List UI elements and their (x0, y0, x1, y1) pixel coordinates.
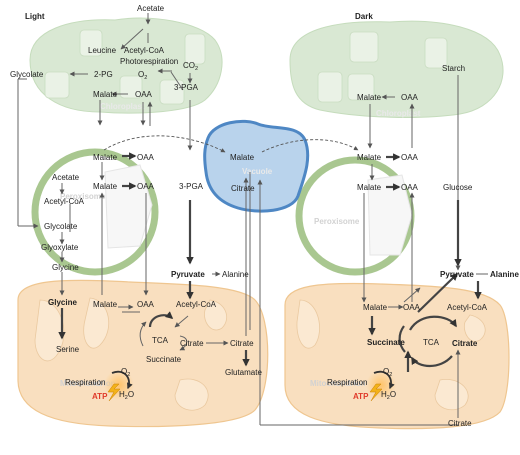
glutamate: Glutamate (225, 368, 262, 377)
dark-arrows (257, 75, 488, 426)
acetate-top: Acetate (137, 4, 165, 13)
oaa-per-light: OAA (137, 182, 155, 191)
o2-dark: O2 (383, 367, 392, 378)
serine: Serine (56, 345, 80, 354)
light-header: Light (25, 12, 45, 21)
oaa-cyt-dark: OAA (401, 153, 419, 162)
oaa-cyt-light: OAA (137, 153, 155, 162)
o2: O2 (138, 70, 147, 81)
lightning-icon-dark (369, 383, 383, 402)
acetyl-coa-per: Acetyl-CoA (44, 197, 85, 206)
glycine-per: Glycine (52, 263, 79, 272)
tca-light: TCA (152, 336, 169, 345)
citrate-vacuole: Citrate (231, 184, 255, 193)
lightning-icon (107, 383, 121, 402)
pyruvate-dark: Pyruvate (440, 270, 474, 279)
dark-header: Dark (355, 12, 373, 21)
light-labels: Acetate Leucine Acetyl-CoA Photorespirat… (10, 4, 262, 401)
glucose: Glucose (443, 183, 473, 192)
light-arrows (17, 13, 251, 367)
oaa-mit-dark: OAA (403, 303, 421, 312)
tca-dark: TCA (423, 338, 440, 347)
peroxisome-dark: Peroxisome (295, 156, 415, 276)
malate-per-dark: Malate (357, 183, 382, 192)
o2-mit-light: O2 (121, 367, 130, 378)
citrate-mit-dark: Citrate (452, 339, 478, 348)
chloroplast-label-dark: Chloroplast (376, 109, 421, 118)
succinate-light: Succinate (146, 355, 182, 364)
citrate-mit-light: Citrate (180, 339, 204, 348)
malate-per-light: Malate (93, 182, 118, 191)
mitochondrion-label-dark: Mitochondrion (310, 379, 366, 388)
succinate-dark: Succinate (367, 338, 405, 347)
glycolate-per: Glycolate (44, 222, 78, 231)
atp-dark: ATP (353, 392, 369, 401)
peroxisome-label-dark: Peroxisome (314, 217, 360, 226)
co2: CO2 (183, 61, 198, 72)
alanine-light: Alanine (222, 270, 249, 279)
pyruvate-light: Pyruvate (171, 270, 205, 279)
acetyl-coa-mit: Acetyl-CoA (176, 300, 217, 309)
h2o-dark: H2O (381, 390, 396, 401)
vacuole: Vacuole (203, 119, 310, 213)
malate-mit-dark: Malate (363, 303, 388, 312)
acetyl-coa-top: Acetyl-CoA (124, 46, 165, 55)
respiration-dark: Respiration (327, 378, 367, 387)
glycine-mit: Glycine (48, 298, 77, 307)
malate-vacuole: Malate (230, 153, 255, 162)
photorespiration: Photorespiration (120, 57, 178, 66)
glycolate-top: Glycolate (10, 70, 44, 79)
chloroplast-dark: Chloroplast (289, 20, 504, 118)
oaa-mit-light: OAA (137, 300, 155, 309)
citrate-cyt-light: Citrate (230, 339, 254, 348)
mitochondrion-label-light: Mitochondrion (60, 379, 116, 388)
leucine: Leucine (88, 46, 117, 55)
chloroplast-light: Chloroplast (29, 17, 223, 114)
malate-mit-light: Malate (93, 300, 118, 309)
oaa-chl-dark: OAA (401, 93, 419, 102)
malate-chl-dark: Malate (357, 93, 382, 102)
respiration-dark-graphic (366, 370, 396, 402)
pga3-top: 3-PGA (174, 83, 199, 92)
pga3-cyt: 3-PGA (179, 182, 204, 191)
vacuole-label: Vacuole (242, 167, 273, 176)
malate-chl-light: Malate (93, 90, 118, 99)
peroxisome-light: Peroxisome (31, 148, 159, 276)
oaa-chl-light: OAA (135, 90, 153, 99)
dark-labels: Starch Malate OAA Malate OAA Malate OAA … (327, 64, 519, 428)
h2o-light: H2O (119, 390, 134, 401)
peroxisome-label-light: Peroxisome (60, 192, 106, 201)
acetyl-coa-dark: Acetyl-CoA (447, 303, 488, 312)
chloroplast-label-light: Chloroplast (100, 102, 145, 111)
glyoxylate: Glyoxylate (41, 243, 79, 252)
starch: Starch (442, 64, 465, 73)
malate-cyt-light: Malate (93, 153, 118, 162)
respiration-light: Respiration (65, 378, 105, 387)
malate-cyt-dark: Malate (357, 153, 382, 162)
oaa-per-dark: OAA (401, 183, 419, 192)
citrate-bottom: Citrate (448, 419, 472, 428)
mitochondrion-light: Mitochondrion (17, 279, 269, 428)
respiration-light-graphic (104, 370, 134, 402)
acetate-per: Acetate (52, 173, 80, 182)
alanine-dark: Alanine (490, 270, 519, 279)
atp-light: ATP (92, 392, 108, 401)
pg2: 2-PG (94, 70, 113, 79)
